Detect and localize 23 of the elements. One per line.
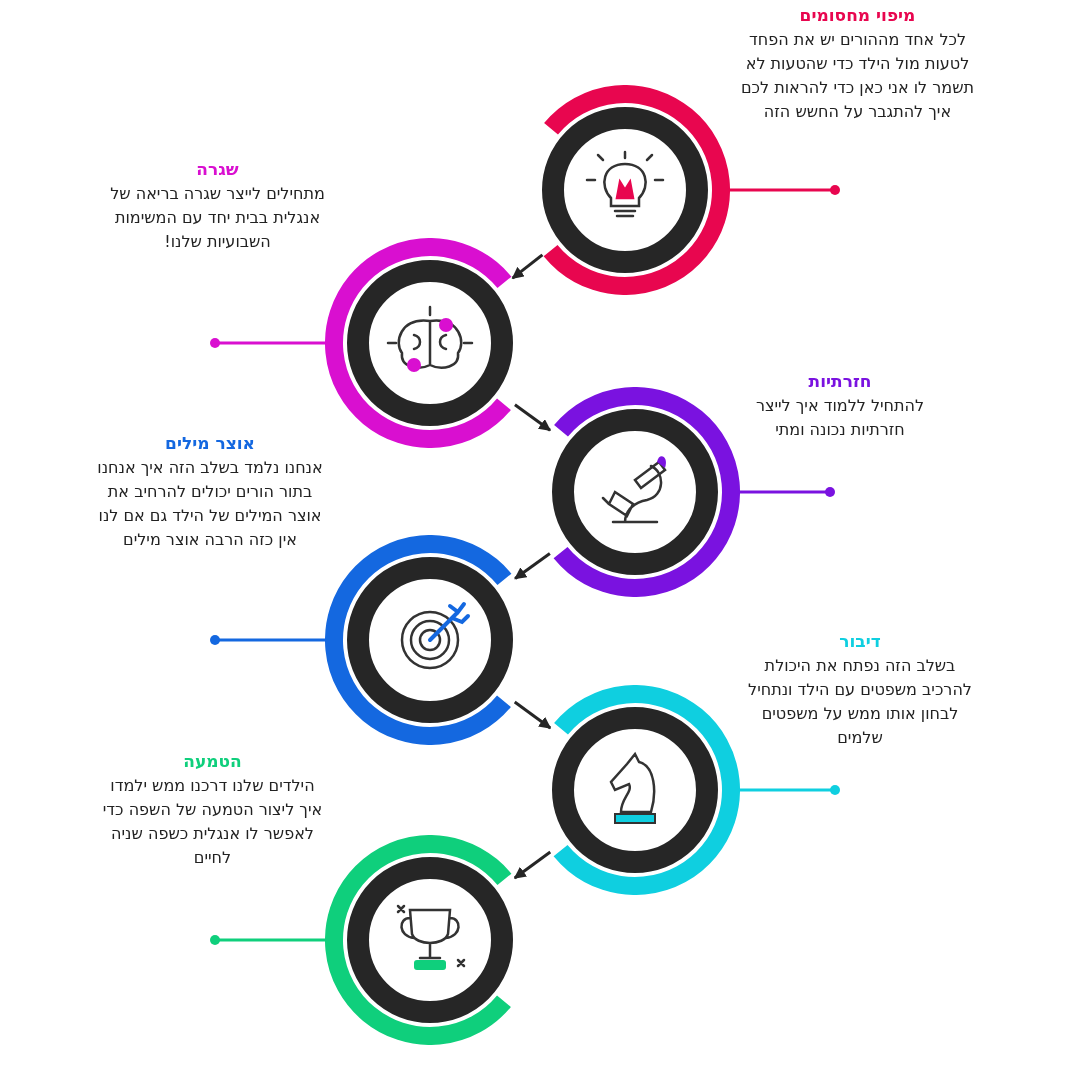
step-heading: אוצר מילים: [164, 432, 256, 455]
leader-line: [210, 338, 325, 348]
leader-line: [740, 487, 835, 497]
step-description: בשלב הזה נפתח את היכולת להרכיב משפטים עם הילד ונתחיל לבחון אותו ממש על משפטים שלמים: [747, 655, 973, 749]
step-heading: הטמעה: [182, 750, 243, 773]
leader-line: [210, 635, 325, 645]
step-description: הילדים שלנו דרכנו ממש ילמדו איך ליצור הטמעה של השפה כדי לאפשר לו אנגלית כשפה שניה לחיים: [101, 775, 324, 869]
leader-line: [740, 785, 840, 795]
arrow: [513, 850, 552, 880]
step-description: לכל אחד מההורים יש את הפחד לטעות מול הילד כדי שהטעות לא תשמר לו אני כאן כדי להראות לכם איך להתגבר על החשש הזה: [740, 29, 975, 123]
arrow: [514, 552, 551, 580]
step-heading: חזרתיות: [807, 370, 873, 393]
step-heading: מיפוי מחסומים: [798, 4, 917, 27]
arrow: [513, 700, 552, 730]
leader-line: [210, 935, 325, 945]
step-heading: דיבור: [838, 630, 882, 653]
arrow: [514, 403, 552, 432]
step-heading: שגרה: [195, 158, 240, 181]
step-description: אנחנו נלמד בשלב הזה איך אנחנו בתור הורים יכולים להרחיב את אוצר המילים של הילד גם אם לנו אין כזה הרבה אוצר מילים: [96, 457, 324, 551]
step-description: להתחיל ללמוד איך לייצר חזרתיות נכונה ומתי: [754, 395, 926, 441]
step-description: מתחילים לייצר שגרה בריאה של אנגלית בבית יחד עם המשימות השבועיות שלנו!: [110, 183, 325, 253]
arrow: [511, 253, 544, 280]
leader-line: [730, 185, 840, 195]
